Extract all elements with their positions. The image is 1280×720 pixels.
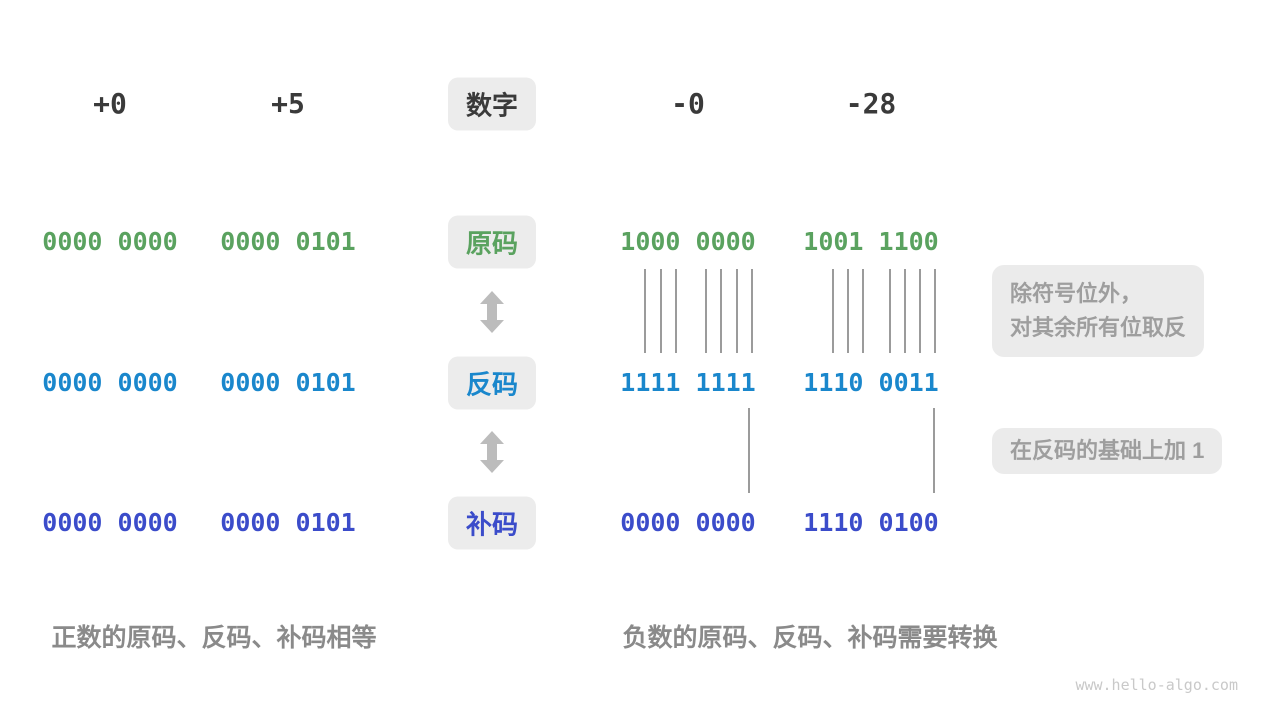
number-badge: 数字 — [447, 77, 537, 131]
decimal-value: +5 — [271, 87, 305, 120]
binary-value: 0000 0000 — [620, 508, 756, 537]
binary-value: 0000 0101 — [220, 227, 356, 256]
binary-value: 0000 0000 — [42, 368, 178, 397]
binary-value: 0000 0000 — [42, 227, 178, 256]
add-one-note: 在反码的基础上加 1 — [992, 428, 1223, 474]
decimal-value: -28 — [845, 87, 897, 120]
invert-bits-note-line2: 对其余所有位取反 — [1010, 315, 1187, 340]
binary-value: 0000 0101 — [220, 508, 356, 537]
negative-numbers-caption: 负数的原码、反码、补码需要转换 — [622, 624, 998, 652]
sign-magnitude-badge: 原码 — [447, 215, 537, 269]
binary-value: 0000 0000 — [42, 508, 178, 537]
ones-complement-badge: 反码 — [447, 356, 537, 410]
website-watermark: www.hello-algo.com — [1075, 676, 1238, 694]
binary-value: 1110 0011 — [803, 368, 939, 397]
invert-bits-note: 除符号位外， 对其余所有位取反 — [992, 265, 1205, 357]
binary-value: 1110 0100 — [803, 508, 939, 537]
decimal-value: +0 — [93, 87, 127, 120]
binary-value: 0000 0101 — [220, 368, 356, 397]
invert-bits-note-line1: 除符号位外， — [1010, 281, 1143, 306]
binary-value: 1001 1100 — [803, 227, 939, 256]
positive-numbers-caption: 正数的原码、反码、补码相等 — [51, 624, 377, 652]
up-down-arrow-icon — [480, 291, 504, 333]
binary-value: 1111 1111 — [620, 368, 756, 397]
decimal-value: -0 — [671, 87, 705, 120]
up-down-arrow-icon — [480, 431, 504, 473]
binary-value: 1000 0000 — [620, 227, 756, 256]
twos-complement-badge: 补码 — [447, 496, 537, 550]
